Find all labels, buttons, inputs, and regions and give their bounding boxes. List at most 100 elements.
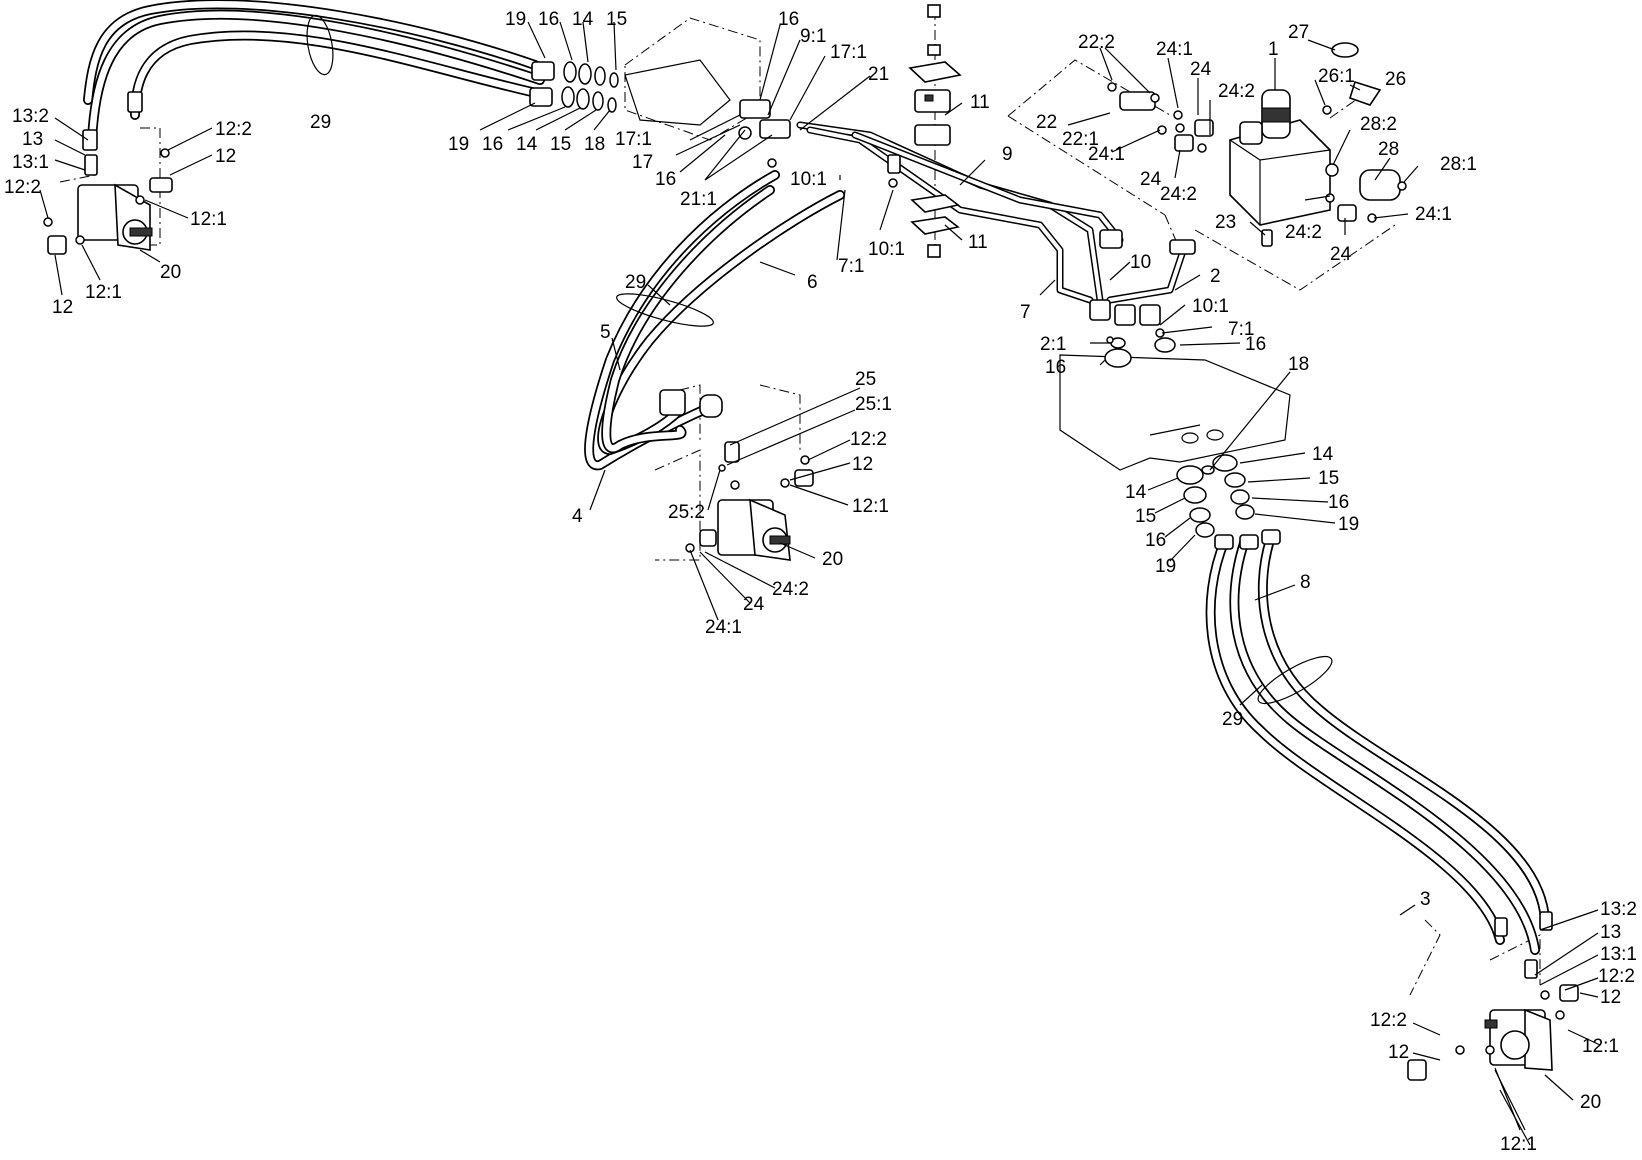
callout-label: 12 [1600,987,1621,1008]
callout-label: 24:2 [772,579,809,600]
callout-label: 28:1 [1440,154,1477,175]
callout-label: 24 [1140,169,1162,190]
callout-label: 16 [1145,530,1166,551]
callout-label: 15 [1135,506,1156,527]
callout-label: 17:1 [615,129,652,150]
callout-label: 24:2 [1160,184,1197,205]
callout-label: 29 [1222,709,1243,730]
callout-label: 15 [550,134,571,155]
clamp-stack [887,4,962,258]
callout-label: 12:2 [1370,1010,1407,1031]
callout-label: 17 [632,152,653,173]
callout-label: 12:1 [190,209,227,230]
callout-label: 23 [1215,212,1236,233]
callout-label: 5 [600,322,611,343]
callout-label: 26 [1385,69,1406,90]
callout-label: 12:1 [1582,1036,1619,1057]
callout-label: 10 [1130,252,1151,273]
callout-label: 24:1 [1088,144,1125,165]
callout-label: 13:1 [1600,944,1637,965]
callout-label: 29 [625,272,646,293]
callout-label: 10:1 [868,239,905,260]
callout-label: 12:2 [215,119,252,140]
lower-washers [1176,454,1281,550]
callout-label: 12 [1388,1042,1409,1063]
clamp-bands [306,14,1333,705]
callout-label: 18 [1288,354,1309,375]
callout-label: 24 [743,594,765,615]
callout-label: 13:2 [1600,899,1637,920]
callout-label: 21:1 [680,189,717,210]
callout-label: 9 [1002,144,1013,165]
callout-label: 24:2 [1218,81,1255,102]
callout-label: 12:1 [852,496,889,517]
callout-label: 19 [448,134,469,155]
callout-label: 20 [822,549,843,570]
callout-label: 24 [1330,244,1352,265]
leader-lines [39,21,1601,1146]
callout-label: 27 [1288,22,1309,43]
callout-label: 16 [655,169,676,190]
callout-label: 6 [807,272,818,293]
hoses [83,0,1550,955]
callout-label: 11 [968,232,988,253]
rigid-tubes [796,121,1189,304]
callout-label: 24 [1190,59,1212,80]
callout-label: 24:2 [1285,222,1322,243]
callout-label: 12:1 [85,282,122,303]
callout-label: 13:1 [12,152,49,173]
valve-block [1107,42,1407,247]
callout-label: 22 [1036,112,1057,133]
callout-label: 14 [572,9,594,30]
callout-label: 25:2 [668,502,705,523]
motor-upper-left [43,91,173,255]
callout-label: 14 [1312,444,1334,465]
callout-label: 19 [1155,556,1176,577]
callout-label: 13:2 [12,106,49,127]
motor-middle [659,389,814,561]
callout-label: 25 [855,369,876,390]
callout-label: 24:1 [705,617,742,638]
callout-label: 16 [778,9,799,30]
callout-label: 14 [516,134,538,155]
callout-label: 22:2 [1078,32,1115,53]
callout-label: 7:1 [838,256,864,277]
callout-label: 29 [310,112,331,133]
callout-label: 2:1 [1040,334,1066,355]
callout-label: 16 [1245,334,1266,355]
callout-label: 20 [1580,1092,1601,1113]
callout-label: 13 [22,129,43,150]
callout-label: 28:2 [1360,114,1397,135]
callout-label: 15 [606,9,627,30]
callout-label: 19 [1338,514,1359,535]
motor-lower-right [1407,911,1579,1081]
callout-label: 13 [1600,922,1621,943]
callout-label: 16 [538,9,559,30]
callout-label: 2 [1210,266,1221,287]
callout-label: 12 [215,146,236,167]
callout-label: 7:1 [1228,319,1254,340]
callout-label: 12 [52,297,73,318]
callout-label: 21 [868,64,889,85]
callout-label: 14 [1125,482,1147,503]
callout-label: 12 [852,454,873,475]
callout-label: 12:2 [850,429,887,450]
callout-label: 12:2 [1598,966,1635,987]
callout-label: 12:2 [4,177,41,198]
callout-label: 4 [572,506,583,527]
callout-label: 15 [1318,468,1339,489]
callout-label: 1 [1268,39,1279,60]
callout-label: 10:1 [1192,296,1229,317]
callout-label: 10:1 [790,169,827,190]
callout-label: 26:1 [1318,66,1355,87]
callout-label: 16 [1328,492,1349,513]
callout-label: 16 [1045,357,1066,378]
callout-label: 28 [1378,139,1399,160]
callout-label: 25:1 [855,394,892,415]
callout-labels: 29 19 16 14 15 19 16 14 15 18 16 9:1 17:… [4,9,1637,1155]
callout-label: 12:1 [1500,1134,1537,1155]
callout-label: 18 [584,134,605,155]
callout-label: 9:1 [800,26,826,47]
callout-label: 19 [505,9,526,30]
